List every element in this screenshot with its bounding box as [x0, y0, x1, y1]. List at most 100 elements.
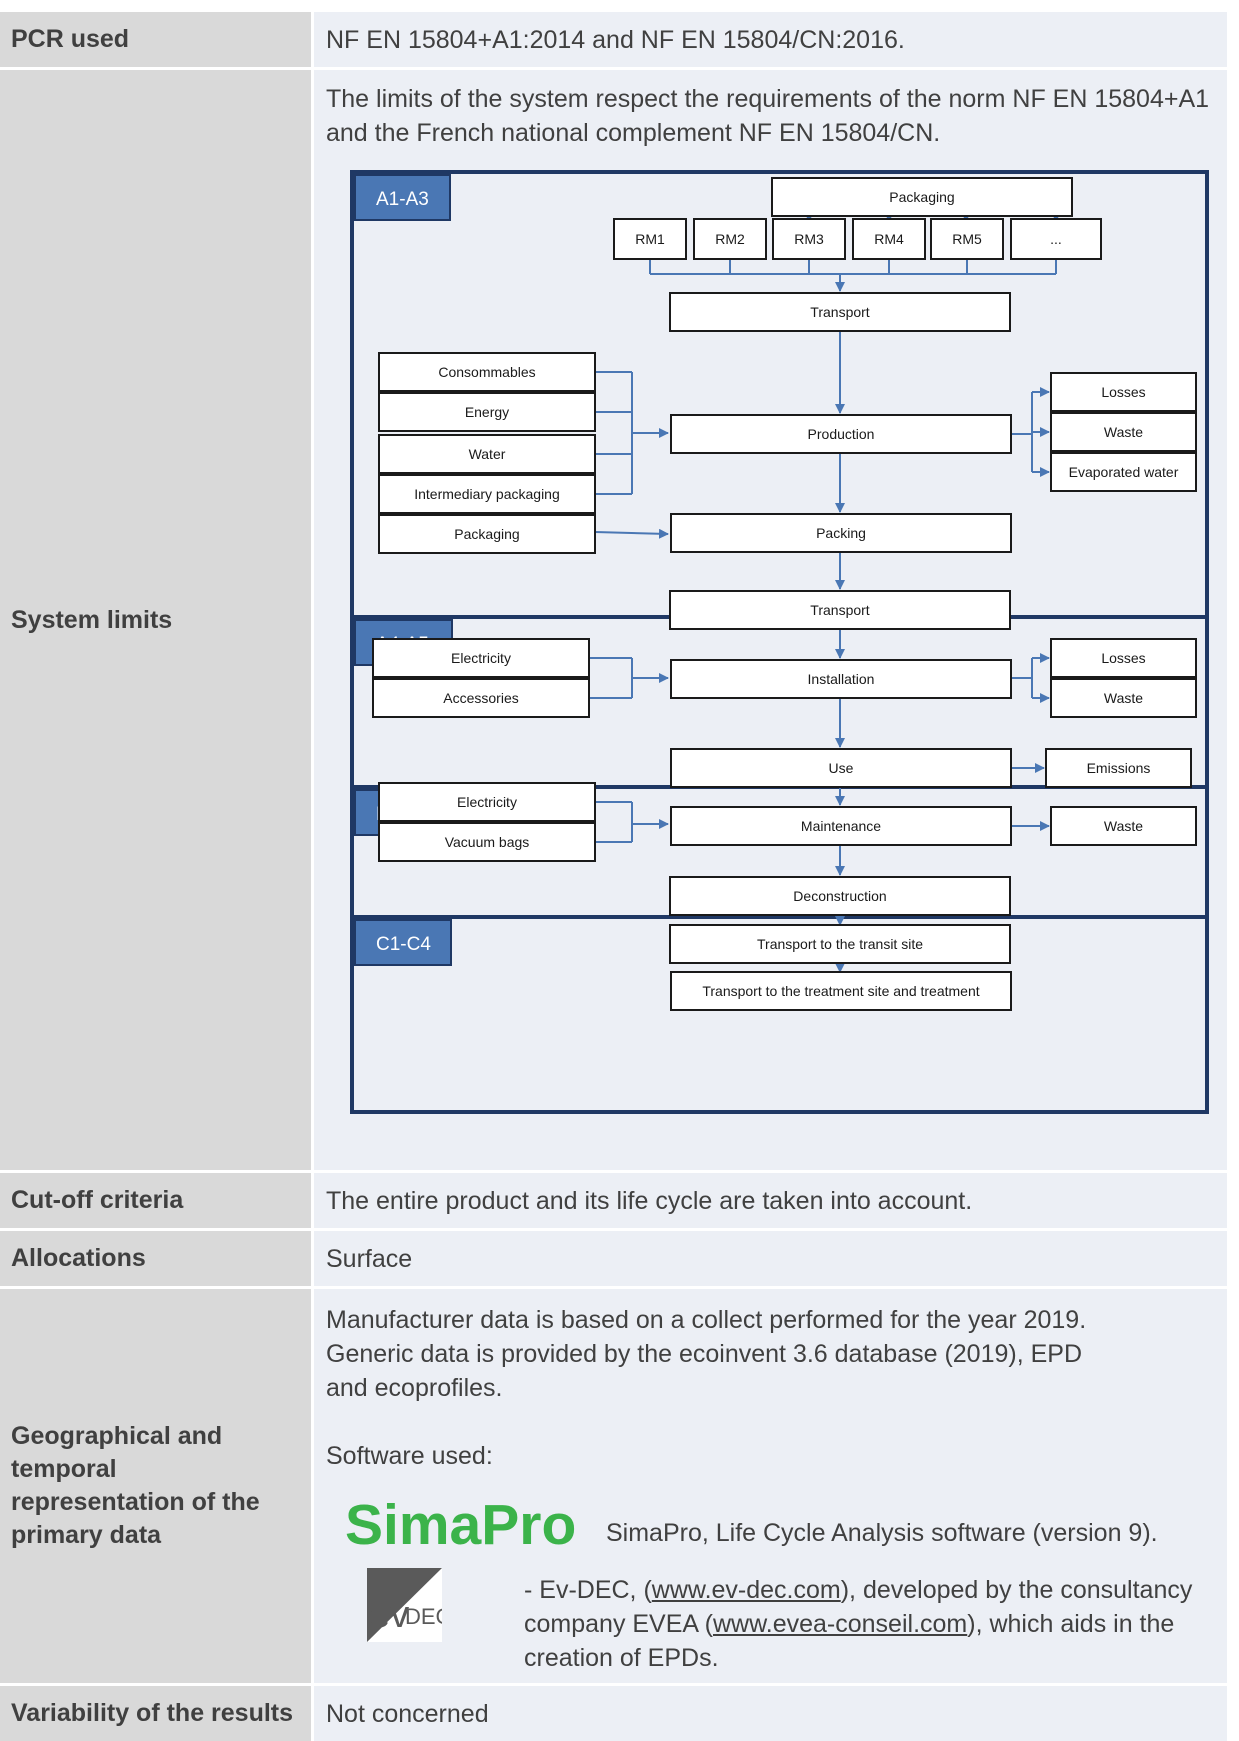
rm-box-6-label: ...	[1050, 231, 1062, 247]
evea-link[interactable]: www.evea-conseil.com	[712, 1610, 968, 1638]
output-a13-box-2: Waste	[1050, 412, 1197, 452]
value-pcr: NF EN 15804+A1:2014 and NF EN 15804/CN:2…	[314, 12, 1227, 67]
input-a13-box-3: Water	[378, 434, 596, 474]
evdec-logo-ev: ev	[369, 1594, 410, 1636]
geo-generic-data: Generic data is provided by the ecoinven…	[326, 1340, 1083, 1402]
row-variability: Variability of the results Not concerned	[0, 1686, 1227, 1741]
rm-box-5-label: RM5	[952, 231, 982, 247]
transport-treatment-box-label: Transport to the treatment site and trea…	[702, 983, 979, 999]
row-pcr: PCR used NF EN 15804+A1:2014 and NF EN 1…	[0, 12, 1227, 67]
transport-a13-box: Transport	[669, 292, 1011, 332]
maintenance-box-label: Maintenance	[801, 818, 881, 834]
value-allocations: Surface	[314, 1231, 1227, 1286]
waste-b17-box-label: Waste	[1104, 818, 1143, 834]
packaging-top-box-label: Packaging	[889, 189, 954, 205]
transport-a13-box-label: Transport	[810, 304, 870, 320]
ev-dec-link[interactable]: www.ev-dec.com	[651, 1576, 841, 1604]
evdec-text-b: ), developed by the consultancy company …	[524, 1576, 1193, 1638]
use-box: Use	[670, 748, 1012, 788]
value-geographical: Manufacturer data is based on a collect …	[314, 1289, 1227, 1683]
installation-box-label: Installation	[808, 671, 875, 687]
section-c1-c4-tab-label: C1-C4	[376, 934, 431, 955]
rm-box-1: RM1	[613, 218, 687, 260]
simapro-logo: SimaPro	[345, 1493, 577, 1557]
production-box: Production	[670, 414, 1012, 454]
evdec-description: - Ev-DEC, (www.ev-dec.com), developed by…	[524, 1573, 1224, 1675]
rm-box-4-label: RM4	[874, 231, 904, 247]
use-box-label: Use	[829, 760, 854, 776]
rm-box-6: ...	[1010, 218, 1102, 260]
rm-box-1-label: RM1	[635, 231, 665, 247]
deconstruction-box-label: Deconstruction	[793, 888, 886, 904]
input-a45-box-1: Electricity	[372, 638, 590, 678]
input-b17-box-1: Electricity	[378, 782, 596, 822]
packaging-input-box-label: Packaging	[454, 526, 519, 542]
label-cutoff: Cut-off criteria	[0, 1173, 311, 1228]
output-a45-box-2-label: Waste	[1104, 690, 1143, 706]
row-cutoff: Cut-off criteria The entire product and …	[0, 1173, 1227, 1228]
label-geographical: Geographical and temporal representation…	[0, 1289, 311, 1683]
system-limits-intro: The limits of the system respect the req…	[326, 85, 1210, 147]
label-system-limits: System limits	[0, 70, 311, 1170]
geo-software-label: Software used:	[326, 1442, 493, 1470]
rm-box-3: RM3	[772, 218, 846, 260]
output-a13-box-2-label: Waste	[1104, 424, 1143, 440]
production-box-label: Production	[808, 426, 875, 442]
output-a13-box-1: Losses	[1050, 372, 1197, 412]
rm-box-2-label: RM2	[715, 231, 745, 247]
input-a13-box-4-label: Intermediary packaging	[414, 486, 560, 502]
geo-manufacturer-data: Manufacturer data is based on a collect …	[326, 1306, 1087, 1334]
input-a13-box-1-label: Consommables	[438, 364, 535, 380]
evdec-logo-mark	[367, 1568, 442, 1642]
output-a45-box-2: Waste	[1050, 678, 1197, 718]
row-allocations: Allocations Surface	[0, 1231, 1227, 1286]
output-a45-box-1-label: Losses	[1101, 650, 1145, 666]
simapro-description: SimaPro, Life Cycle Analysis software (v…	[606, 1519, 1158, 1547]
evdec-logo: ev DEC	[367, 1568, 442, 1642]
packing-box-label: Packing	[816, 525, 866, 541]
output-a13-box-1-label: Losses	[1101, 384, 1145, 400]
input-a45-box-1-label: Electricity	[451, 650, 511, 666]
value-variability: Not concerned	[314, 1686, 1227, 1741]
packaging-to-packing-arrow	[594, 528, 669, 539]
input-a45-box-2-label: Accessories	[443, 690, 518, 706]
transport-a45-box-label: Transport	[810, 602, 870, 618]
section-a1-a3-tab-label: A1-A3	[376, 189, 429, 210]
packaging-input-box: Packaging	[378, 514, 596, 554]
input-a13-box-3-label: Water	[469, 446, 506, 462]
input-b17-box-2: Vacuum bags	[378, 822, 596, 862]
input-b17-box-2-label: Vacuum bags	[445, 834, 530, 850]
input-a13-box-2-label: Energy	[465, 404, 509, 420]
output-a13-box-3: Evaporated water	[1050, 452, 1197, 492]
label-allocations: Allocations	[0, 1231, 311, 1286]
label-pcr: PCR used	[0, 12, 311, 67]
output-a45-box-1: Losses	[1050, 638, 1197, 678]
input-b17-box-1-label: Electricity	[457, 794, 517, 810]
evdec-text-c: ), which aids in the creation of EPDs.	[524, 1610, 1175, 1672]
emissions-box-label: Emissions	[1087, 760, 1151, 776]
transport-transit-box: Transport to the transit site	[669, 924, 1011, 964]
deconstruction-box: Deconstruction	[669, 876, 1011, 916]
row-geographical: Geographical and temporal representation…	[0, 1289, 1227, 1683]
packaging-top-box: Packaging	[771, 177, 1073, 217]
evdec-logo-dec: DEC	[405, 1604, 442, 1629]
installation-box: Installation	[670, 659, 1012, 699]
input-a13-box-4: Intermediary packaging	[378, 474, 596, 514]
section-c1-c4-tab	[354, 919, 452, 966]
value-cutoff: The entire product and its life cycle ar…	[314, 1173, 1227, 1228]
transport-treatment-box: Transport to the treatment site and trea…	[670, 971, 1012, 1011]
rm-box-2: RM2	[693, 218, 767, 260]
emissions-box: Emissions	[1045, 748, 1192, 788]
maintenance-box: Maintenance	[670, 806, 1012, 846]
label-variability: Variability of the results	[0, 1686, 311, 1741]
system-limits-diagram: A1-A3A4-A5B1-B7C1-C4 PackagingRM1RM2RM3R…	[350, 170, 1209, 1114]
rm-box-4: RM4	[852, 218, 926, 260]
input-a13-box-1: Consommables	[378, 352, 596, 392]
output-a13-box-3-label: Evaporated water	[1069, 464, 1179, 480]
transport-a45-box: Transport	[669, 590, 1011, 630]
rm-box-5: RM5	[930, 218, 1004, 260]
waste-b17-box: Waste	[1050, 806, 1197, 846]
transport-transit-box-label: Transport to the transit site	[757, 936, 923, 952]
section-a1-a3-tab	[354, 174, 451, 221]
rm-box-3-label: RM3	[794, 231, 824, 247]
